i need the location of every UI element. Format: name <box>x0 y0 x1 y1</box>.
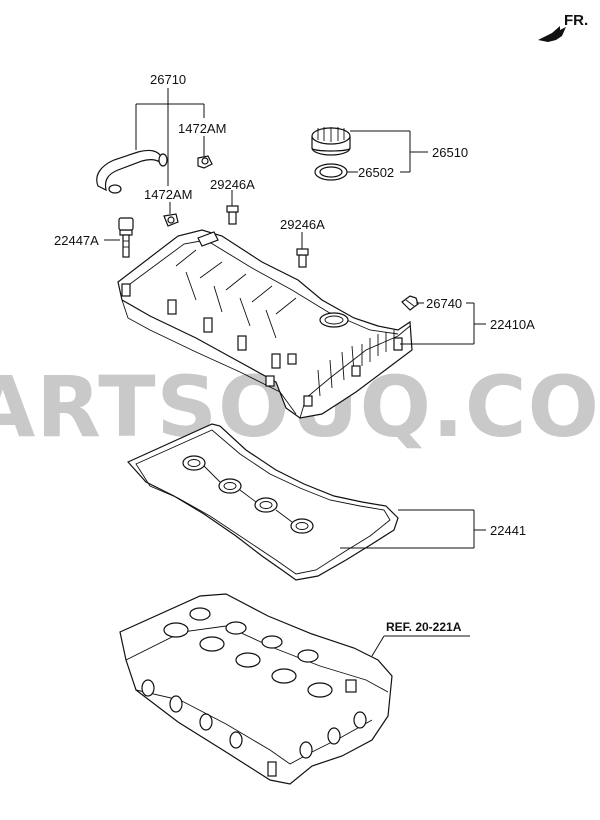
label-oil-filler-cap: 26510 <box>432 145 468 160</box>
leader-lines <box>104 88 486 657</box>
pcv-valve-right <box>296 248 309 268</box>
oil-filler-cap <box>311 127 351 156</box>
label-bolt: 22447A <box>54 233 99 248</box>
label-clamp-lower: 1472AM <box>144 187 192 202</box>
label-cap-gasket: 26502 <box>358 165 394 180</box>
label-cover-gasket: 22441 <box>490 523 526 538</box>
label-pcv-valve-right: 29246A <box>280 217 325 232</box>
breather-hose <box>96 149 168 194</box>
hose-clamp-lower <box>163 213 179 227</box>
cylinder-head <box>119 593 393 785</box>
mounting-bolt <box>118 217 134 258</box>
label-breather-hose: 26710 <box>150 72 186 87</box>
cover-gasket <box>127 423 399 581</box>
label-clamp-upper: 1472AM <box>178 121 226 136</box>
label-reference: REF. 20-221A <box>386 620 462 634</box>
label-rocker-cover: 22410A <box>490 317 535 332</box>
rocker-cover <box>117 229 413 419</box>
front-direction-marker: FR. <box>538 12 588 42</box>
label-pcv-valve-left: 29246A <box>210 177 255 192</box>
hose-clamp-upper <box>197 155 213 169</box>
sensor <box>401 295 419 311</box>
front-arrow-icon <box>538 26 566 42</box>
front-label: FR. <box>564 12 588 29</box>
pcv-valve-left <box>226 205 239 225</box>
label-sensor: 26740 <box>426 296 462 311</box>
part-labels: 26710 1472AM 1472AM 29246A 29246A 22447A… <box>54 72 535 634</box>
cap-gasket <box>314 163 348 181</box>
